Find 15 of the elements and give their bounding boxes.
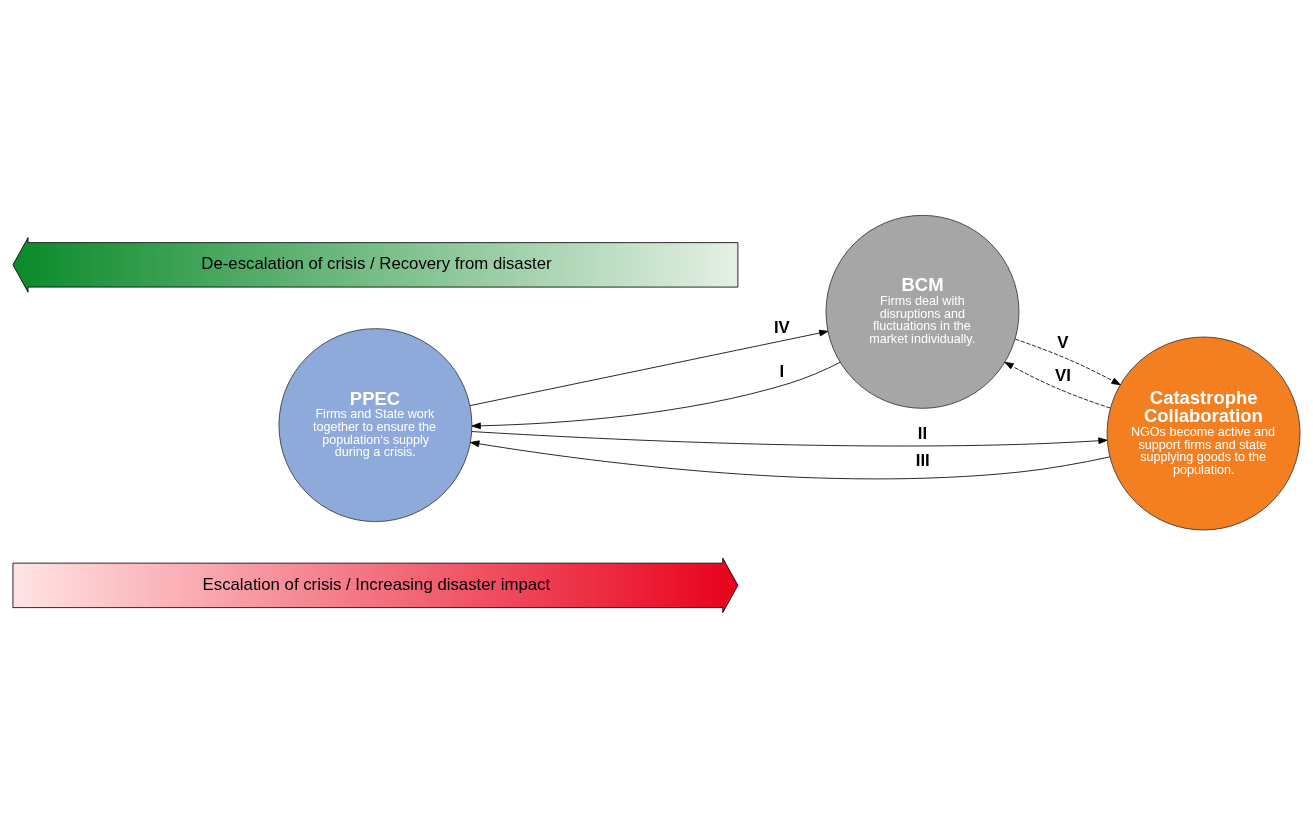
arrow — [471, 361, 841, 430]
node-circle: Catastrophe Collaboration NGOs become active and support firms and state supplying goods to the population. — [1106, 336, 1301, 531]
arrow — [1014, 338, 1121, 386]
edge-label: III — [915, 451, 930, 471]
arrow — [1004, 361, 1111, 409]
arrow — [471, 431, 1108, 447]
edge-label: II — [917, 423, 928, 443]
edge-label: VI — [1055, 366, 1071, 386]
edge-label: IV — [773, 317, 790, 337]
edge-label: V — [1057, 332, 1069, 352]
node-circle: BCM Firms deal with disruptions and fluctuations in the market individually. — [825, 214, 1020, 409]
node-circle: PPEC Firms and State work together to ensure the population‘s supply during a crisis. — [278, 328, 473, 523]
arrow — [469, 329, 829, 407]
edge-label: I — [779, 362, 785, 382]
arrow — [470, 440, 1111, 480]
